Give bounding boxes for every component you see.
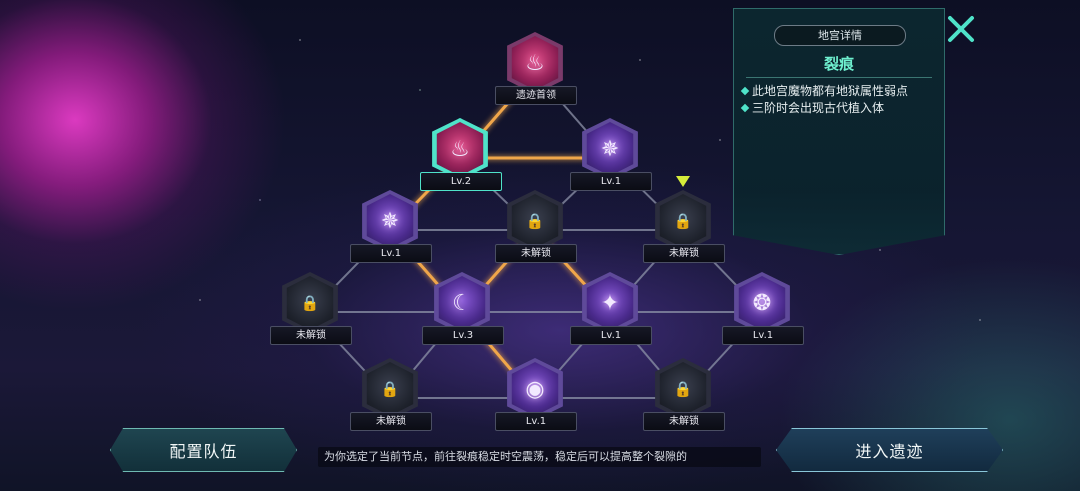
node-label: Lv.1 <box>570 326 652 345</box>
panel-tab: 地宫详情 <box>774 25 906 46</box>
diamond-bullet-icon <box>740 86 750 96</box>
panel-title: 裂痕 <box>823 55 854 73</box>
lock-icon: 🔒 <box>380 380 400 398</box>
node-selected[interactable]: ♨ Lv.2 <box>420 118 502 196</box>
node-moon[interactable]: ☾ Lv.3 <box>422 272 504 350</box>
hint-text: 为你选定了当前节点，前往裂痕稳定时空震荡，稳定后可以提高整个裂隙的 <box>318 447 761 467</box>
eye-icon: ◉ <box>525 376 545 402</box>
target-marker-icon <box>676 176 690 187</box>
node-boss[interactable]: ♨ 遗迹首领 <box>495 32 577 110</box>
lock-icon: 🔒 <box>673 212 693 230</box>
tree-icon: ✵ <box>380 208 400 234</box>
node-label: 未解锁 <box>350 412 432 431</box>
flame-icon: ♨ <box>525 50 545 76</box>
tree-icon: ✵ <box>600 136 620 162</box>
node-star[interactable]: ✦ Lv.1 <box>570 272 652 350</box>
node-label: 未解锁 <box>270 326 352 345</box>
node-label: Lv.1 <box>495 412 577 431</box>
lock-icon: 🔒 <box>525 212 545 230</box>
panel-divider <box>746 77 932 78</box>
configure-team-button[interactable]: 配置队伍 <box>110 428 297 472</box>
lock-icon: 🔒 <box>300 294 320 312</box>
node-label: 未解锁 <box>643 412 725 431</box>
node-label: Lv.1 <box>722 326 804 345</box>
node-label: Lv.2 <box>420 172 502 191</box>
node-locked[interactable]: 🔒 未解锁 <box>350 358 432 436</box>
close-icon[interactable] <box>944 12 978 46</box>
crescent-moon-icon: ☾ <box>452 290 472 316</box>
node-locked[interactable]: 🔒 未解锁 <box>270 272 352 350</box>
node-label: 遗迹首领 <box>495 86 577 105</box>
node-tree-top[interactable]: ✵ Lv.1 <box>570 118 652 196</box>
node-label: Lv.1 <box>570 172 652 191</box>
node-label: 未解锁 <box>643 244 725 263</box>
swirl-icon: ❂ <box>752 290 772 316</box>
node-label: Lv.3 <box>422 326 504 345</box>
panel-bullet-list: 此地宫魔物都有地狱属性弱点 三阶时会出现古代植入体 <box>740 83 940 117</box>
enter-ruins-button[interactable]: 进入遗迹 <box>776 428 1003 472</box>
node-locked[interactable]: 🔒 未解锁 <box>643 190 725 268</box>
node-locked[interactable]: 🔒 未解锁 <box>495 190 577 268</box>
flame-icon: ♨ <box>450 136 470 162</box>
list-item: 三阶时会出现古代植入体 <box>740 100 940 117</box>
dungeon-detail-panel: 地宫详情 裂痕 此地宫魔物都有地狱属性弱点 三阶时会出现古代植入体 <box>733 8 945 255</box>
node-label: 未解锁 <box>495 244 577 263</box>
lock-icon: 🔒 <box>673 380 693 398</box>
list-item: 此地宫魔物都有地狱属性弱点 <box>740 83 940 100</box>
diamond-bullet-icon <box>740 103 750 113</box>
star-icon: ✦ <box>600 290 620 316</box>
node-label: Lv.1 <box>350 244 432 263</box>
node-eye[interactable]: ◉ Lv.1 <box>495 358 577 436</box>
node-locked[interactable]: 🔒 未解锁 <box>643 358 725 436</box>
node-tree-left[interactable]: ✵ Lv.1 <box>350 190 432 268</box>
node-swirl[interactable]: ❂ Lv.1 <box>722 272 804 350</box>
